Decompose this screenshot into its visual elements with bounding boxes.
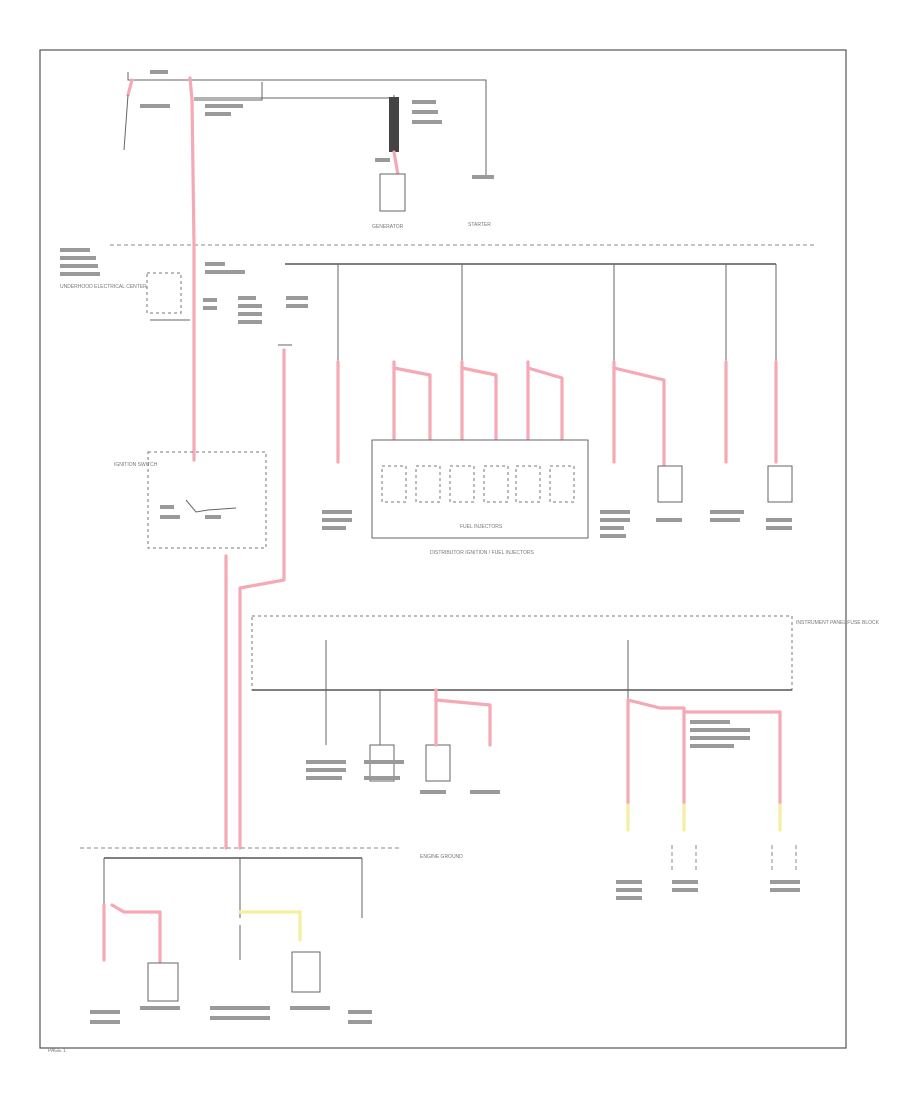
engine-ground-label: ENGINE GROUND [420, 854, 463, 860]
page-number: PAGE 1 [48, 1048, 66, 1054]
diagram-frame [39, 49, 847, 1049]
battery-section: GENERATOR STARTER [123, 70, 494, 247]
fuel-injectors-label: FUEL INJECTORS [460, 524, 503, 530]
starter-label: STARTER [468, 222, 491, 228]
ip-fuse-block-label: INSTRUMENT PANEL FUSE BLOCK [796, 620, 880, 626]
fuse-row-top [336, 360, 778, 467]
fuel-injector-block [371, 439, 589, 539]
generator-label: GENERATOR [372, 224, 404, 230]
ignition-switch-box [147, 451, 267, 549]
underhood-bus [146, 262, 777, 362]
generator-box [379, 173, 406, 212]
ip-fuse-block [251, 615, 793, 691]
relay-box [146, 272, 182, 314]
ignition-control-label: DISTRIBUTOR IGNITION / FUEL INJECTORS [430, 550, 534, 556]
fusible-link-element [389, 97, 399, 152]
ignition-switch-label: IGNITION SWITCH [114, 462, 158, 468]
underhood-fuse-box-label: UNDERHOOD ELECTRICAL CENTER [60, 284, 147, 290]
